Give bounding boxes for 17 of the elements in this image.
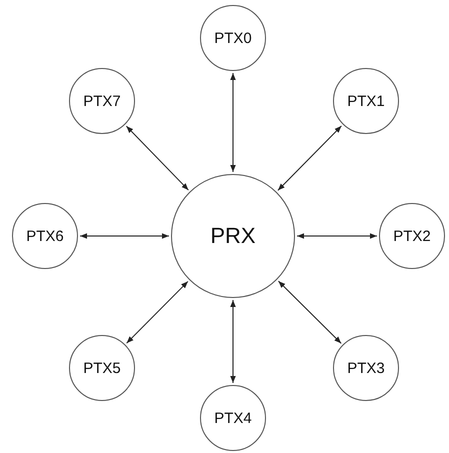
node-label: PTX5: [83, 360, 121, 376]
node-label: PTX0: [214, 30, 252, 46]
double-arrow: [230, 72, 236, 172]
double-arrow: [230, 300, 236, 384]
double-arrow: [80, 233, 170, 239]
node-label: PTX4: [214, 410, 252, 426]
double-arrow: [277, 125, 342, 191]
double-arrow: [126, 280, 188, 344]
node-label: PRX: [210, 223, 256, 249]
double-arrow: [126, 126, 189, 191]
node-label: PTX3: [347, 360, 385, 376]
node-label: PTX7: [83, 92, 121, 110]
node-label: PTX6: [26, 228, 64, 244]
double-arrow: [296, 233, 378, 239]
node-label: PTX1: [347, 92, 385, 110]
node-label: PTX2: [393, 228, 431, 244]
double-arrow: [278, 280, 342, 344]
